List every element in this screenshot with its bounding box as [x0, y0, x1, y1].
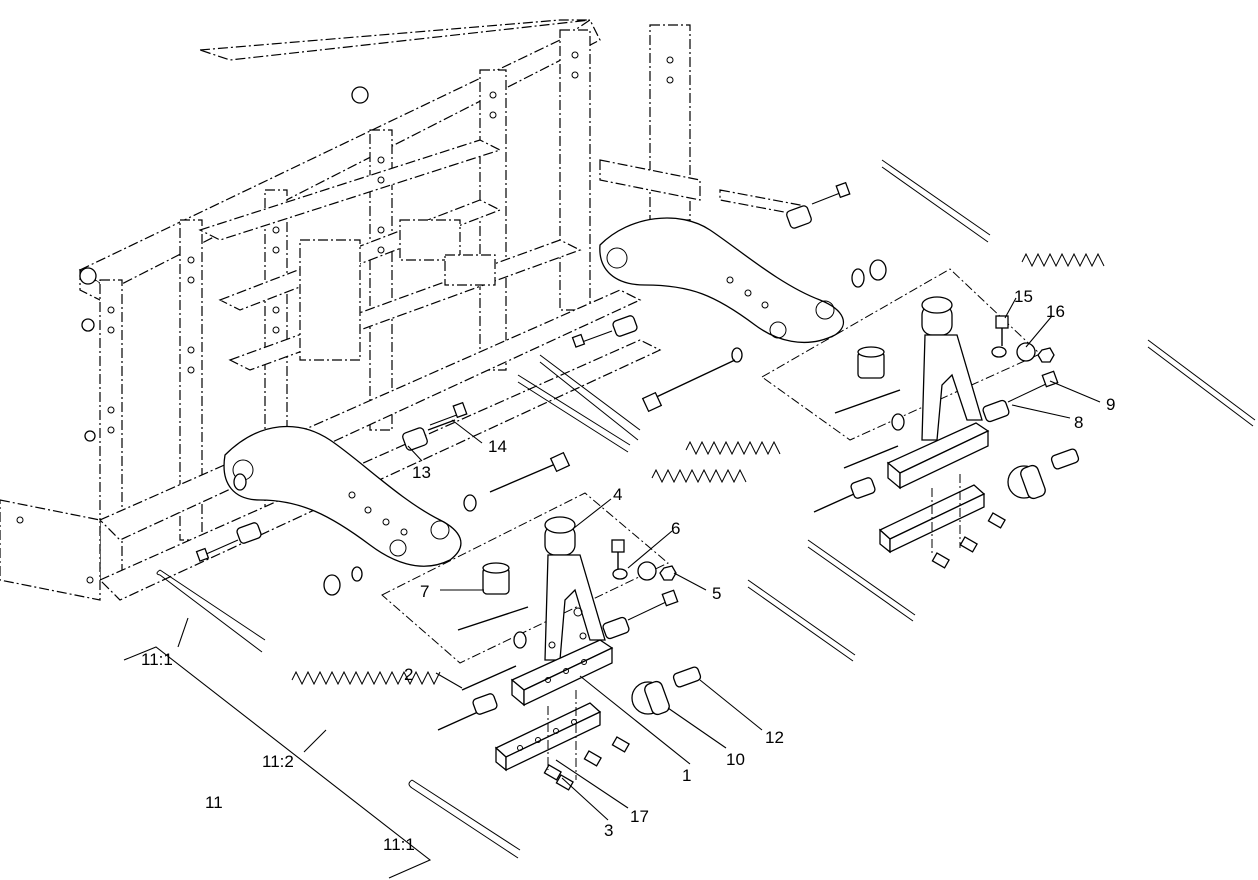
callout-16: 16: [1046, 302, 1065, 321]
callout-2: 2: [404, 665, 413, 684]
callout-11: 11: [205, 793, 223, 812]
callout-5: 5: [712, 584, 721, 603]
callout-11-1-upper: 11:1: [141, 650, 173, 669]
spring-right: [1021, 252, 1105, 268]
hairpin-clips: [156, 159, 1256, 859]
left-assembly: [381, 492, 702, 791]
spring-11-2: [291, 670, 441, 686]
group-bracket-11: [123, 646, 432, 879]
pin-14: [427, 419, 456, 431]
swing-arm-left: [223, 425, 462, 567]
bushing-13: [402, 401, 468, 451]
callout-6: 6: [671, 519, 680, 538]
callout-9: 9: [1106, 395, 1115, 414]
callout-4: 4: [613, 485, 622, 504]
callout-labels: 1 2 3 4 5 6 7 8 9 10 11 11:1 11:2 11:1 1…: [141, 287, 1115, 854]
swing-arm-right: [599, 217, 845, 343]
callout-12: 12: [765, 728, 784, 747]
bracket-4: [544, 516, 606, 661]
callout-14: 14: [488, 437, 507, 456]
callout-7: 7: [420, 582, 429, 601]
callout-3: 3: [604, 821, 613, 840]
arm-hardware: [195, 181, 887, 596]
callout-11-1-lower: 11:1: [383, 835, 415, 854]
leader-lines: [177, 297, 1101, 821]
callout-1: 1: [682, 766, 691, 785]
callout-8: 8: [1074, 413, 1083, 432]
callout-11-2: 11:2: [262, 752, 294, 771]
callout-15: 15: [1014, 287, 1033, 306]
callout-13: 13: [412, 463, 431, 482]
right-assembly: [761, 268, 1080, 569]
callout-10: 10: [726, 750, 745, 769]
spring-center-upper: [651, 440, 781, 484]
callout-17: 17: [630, 807, 649, 826]
